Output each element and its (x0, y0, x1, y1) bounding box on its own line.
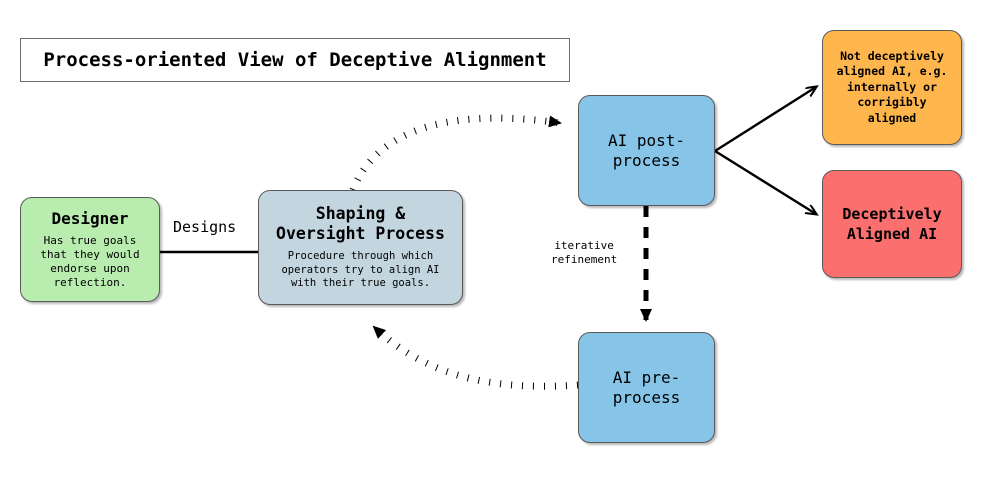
node-deceptively-aligned-ai-title: Deceptively Aligned AI (842, 204, 942, 243)
edge-shaping-to-post-process (349, 114, 562, 192)
diagram-title-box: Process-oriented View of Deceptive Align… (20, 38, 570, 82)
node-designer-title: Designer (51, 209, 129, 229)
node-deceptively-aligned-ai[interactable]: Deceptively Aligned AI (822, 170, 962, 278)
node-ai-pre-process[interactable]: AI pre-process (578, 332, 715, 443)
node-not-deceptively-aligned-ai[interactable]: Not deceptively aligned AI, e.g. interna… (822, 30, 962, 145)
edge-label-iterative-refinement: iterative refinement (549, 238, 620, 269)
edge-post-to-not-deceptive (714, 87, 816, 153)
edge-label-designs: Designs (170, 217, 240, 239)
node-designer-description: Has true goals that they would endorse u… (40, 233, 140, 289)
node-ai-pre-process-title: AI pre-process (612, 367, 681, 407)
edge-post-to-deceptive (714, 149, 816, 214)
node-designer[interactable]: Designer Has true goals that they would … (20, 197, 160, 302)
node-ai-post-process[interactable]: AI post-process (578, 95, 715, 206)
page-title: Process-oriented View of Deceptive Align… (43, 49, 547, 71)
edge-pre-process-to-shaping (371, 324, 579, 390)
node-shaping-title: Shaping & Oversight Process (276, 204, 445, 244)
node-shaping-oversight-process[interactable]: Shaping & Oversight Process Procedure th… (258, 190, 463, 305)
node-shaping-description: Procedure through which operators try to… (281, 250, 440, 290)
node-ai-post-process-title: AI post-process (607, 130, 686, 170)
node-not-deceptively-aligned-ai-title: Not deceptively aligned AI, e.g. interna… (836, 48, 948, 125)
